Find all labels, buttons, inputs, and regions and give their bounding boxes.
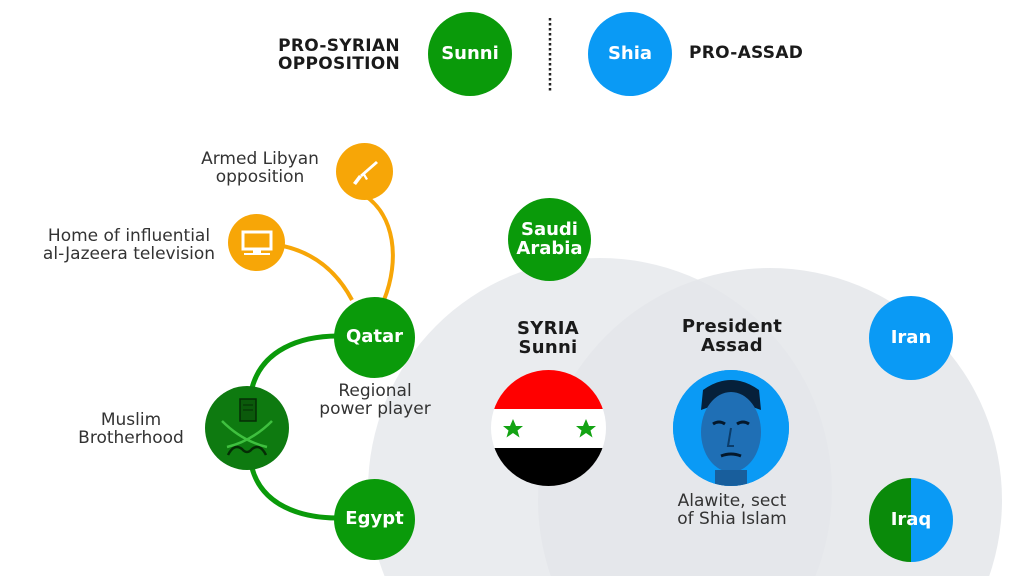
libya-label: Armed Libyan opposition: [200, 149, 320, 187]
syria-flag: [491, 370, 606, 486]
qatar-caption: Regional power player: [312, 381, 438, 419]
qatar-caption-line2: power player: [319, 398, 431, 419]
muslim-brotherhood-label-line1: Muslim: [100, 410, 162, 430]
iran-label: Iran: [890, 326, 932, 348]
link-brotherhood-qatar: [249, 333, 339, 389]
link-qatar-libya: [362, 193, 395, 301]
libya-label-line2: opposition: [215, 166, 305, 187]
muslim-brotherhood-label-line2: Brotherhood: [78, 427, 184, 448]
legend-sunni-circle: Sunni: [428, 12, 512, 96]
qatar-node: Qatar: [334, 297, 415, 378]
television-icon: [241, 230, 272, 255]
legend-left-line1: PRO-SYRIAN: [278, 36, 400, 56]
legend-pro-assad: PRO-ASSAD: [689, 43, 804, 63]
assad-caption: Alawite, sect of Shia Islam: [664, 491, 800, 529]
link-qatar-tv: [282, 244, 354, 301]
muslim-brotherhood-node: [205, 386, 289, 470]
assad-title-line2: Assad: [701, 334, 763, 356]
libya-label-line1: Armed Libyan: [201, 149, 319, 169]
assad-portrait-icon: [673, 370, 789, 486]
aljazeera-node: [228, 214, 285, 271]
iraq-label: Iraq: [890, 508, 932, 530]
legend-left-line2: OPPOSITION: [278, 53, 400, 74]
saudi-arabia-node: Saudi Arabia: [508, 198, 591, 281]
syria-title: SYRIA Sunni: [498, 318, 598, 358]
assad-title-line1: President: [681, 316, 783, 337]
syria-flag-icon: [491, 370, 606, 486]
iran-node: Iran: [869, 296, 953, 380]
iraq-node: Iraq: [869, 478, 953, 562]
legend-sunni-label: Sunni: [441, 42, 499, 64]
muslim-brotherhood-emblem-icon: [221, 398, 273, 456]
legend-shia-circle: Shia: [588, 12, 672, 96]
syria-title-line1: SYRIA: [517, 318, 579, 339]
saudi-label-line1: Saudi: [521, 218, 578, 240]
muslim-brotherhood-label: Muslim Brotherhood: [70, 410, 192, 448]
saudi-label-line2: Arabia: [516, 237, 583, 259]
egypt-node: Egypt: [334, 479, 415, 560]
link-brotherhood-egypt: [249, 467, 339, 521]
assad-caption-line2: of Shia Islam: [677, 508, 787, 529]
aljazeera-label: Home of influential al-Jazeera televisio…: [36, 226, 222, 264]
aljazeera-label-line1: Home of influential: [47, 226, 211, 246]
qatar-label: Qatar: [345, 326, 404, 348]
rifle-icon: [352, 160, 378, 185]
libya-node: [336, 143, 393, 200]
qatar-caption-line1: Regional: [338, 381, 412, 401]
assad-caption-line1: Alawite, sect: [677, 491, 787, 511]
assad-title: President Assad: [672, 316, 792, 356]
aljazeera-label-line2: al-Jazeera television: [42, 243, 216, 264]
assad-portrait: [673, 370, 789, 486]
syria-title-line2: Sunni: [518, 336, 578, 358]
legend-pro-syrian-opposition: PRO-SYRIAN OPPOSITION: [278, 36, 400, 74]
legend-shia-label: Shia: [607, 42, 653, 64]
egypt-label: Egypt: [345, 508, 404, 530]
